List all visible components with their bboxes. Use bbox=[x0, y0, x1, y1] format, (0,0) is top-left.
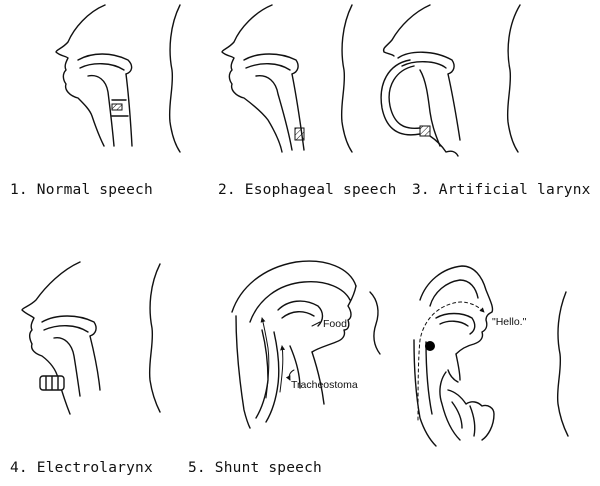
figure-shunt-speech-occluded bbox=[369, 265, 569, 447]
head-profile-icon bbox=[413, 265, 494, 447]
prosthesis-valve-icon bbox=[425, 341, 435, 351]
figure-artificial-larynx bbox=[380, 4, 521, 157]
neck-back-outline bbox=[168, 4, 181, 153]
caption-normal-speech: 1. Normal speech bbox=[10, 182, 153, 198]
neck-back-outline bbox=[506, 4, 521, 153]
neck-back-outline bbox=[369, 291, 381, 355]
hello-label: "Hello." bbox=[492, 316, 527, 328]
head-profile-icon bbox=[382, 4, 461, 147]
neck-back-outline bbox=[148, 263, 161, 413]
tracheostoma-pointer bbox=[285, 369, 295, 381]
artificial-larynx-tube-icon bbox=[380, 59, 431, 137]
pe-segment-icon bbox=[294, 127, 305, 141]
head-profile-icon bbox=[21, 261, 101, 415]
speech-airflow-arrow-icon bbox=[260, 317, 270, 399]
figure-electrolarynx bbox=[21, 261, 161, 415]
caption-shunt-speech: 5. Shunt speech bbox=[188, 460, 322, 476]
head-profile-icon bbox=[55, 4, 133, 147]
caption-electrolarynx: 4. Electrolarynx bbox=[10, 460, 153, 476]
head-profile-icon bbox=[231, 260, 357, 429]
food-label: Food bbox=[323, 318, 347, 330]
vocal-folds-icon bbox=[111, 103, 123, 111]
figure-normal-speech bbox=[55, 4, 181, 153]
electrolarynx-device-icon bbox=[39, 375, 65, 391]
caption-esophageal-speech: 2. Esophageal speech bbox=[218, 182, 397, 198]
figure-esophageal-speech bbox=[221, 4, 353, 153]
figure-shunt-speech bbox=[231, 260, 357, 429]
neck-back-outline bbox=[556, 291, 569, 437]
speech-airflow-arrow-icon bbox=[279, 345, 286, 393]
hand-icon bbox=[439, 369, 495, 441]
caption-artificial-larynx: 3. Artificial larynx bbox=[412, 182, 591, 198]
hand-icon bbox=[429, 135, 459, 157]
food-pointer-line bbox=[311, 321, 321, 327]
head-profile-icon bbox=[221, 4, 305, 153]
tracheostoma-label: Tracheostoma bbox=[291, 379, 358, 391]
speech-airflow-arrow-icon bbox=[417, 301, 485, 421]
neck-back-outline bbox=[340, 4, 353, 153]
